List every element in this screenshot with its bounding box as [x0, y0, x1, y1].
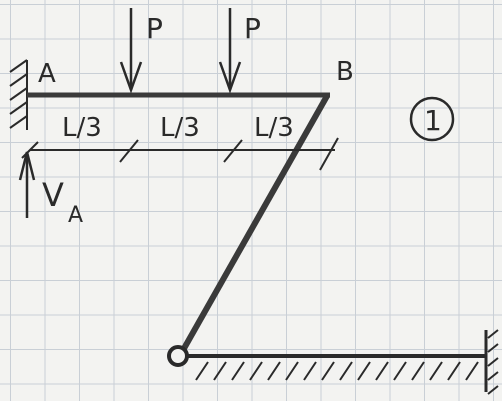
figure-number: 1: [424, 104, 442, 137]
figure-number-circle: [409, 96, 455, 142]
reaction-arrow-va: [18, 151, 36, 218]
dimension-line: [21, 137, 339, 171]
span-label-3: L/3: [254, 113, 294, 143]
load-label-right: P: [244, 12, 261, 45]
fixed-support-a: [9, 59, 28, 130]
load-arrow-left: [119, 8, 143, 94]
ground-support: [188, 329, 499, 395]
span-label-1: L/3: [62, 113, 102, 143]
load-label-left: P: [146, 12, 163, 45]
label-a: A: [38, 59, 56, 89]
pin-joint: [167, 345, 189, 367]
reaction-label-v: V: [42, 176, 64, 214]
span-label-2: L/3: [160, 113, 200, 143]
label-b: B: [336, 57, 354, 87]
reaction-label-sub: A: [68, 203, 83, 228]
load-arrow-right: [218, 8, 242, 94]
strut-b: [179, 94, 330, 354]
